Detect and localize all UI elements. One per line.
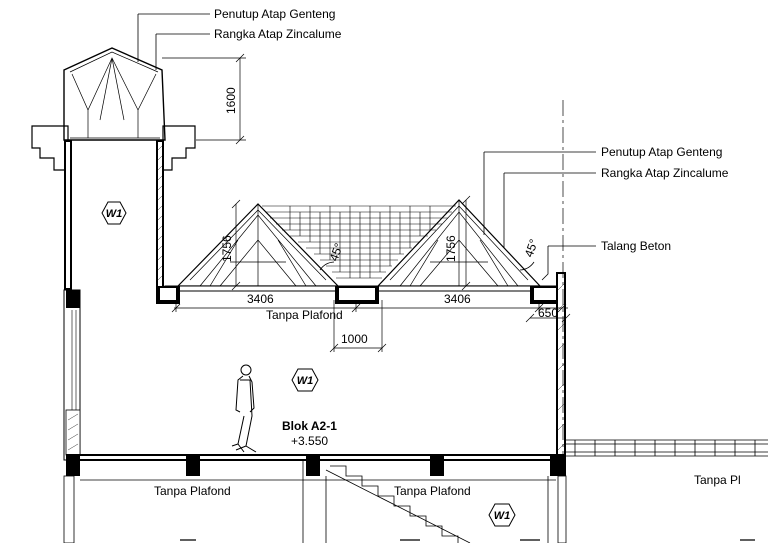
- dim-span-left: 3406: [247, 292, 274, 306]
- angle-right: 45°: [522, 237, 541, 259]
- callout-right-roof-frame: Rangka Atap Zincalume: [601, 166, 729, 180]
- tower-cornice-right: [162, 125, 196, 171]
- callout-right-roof-cover: Penutup Atap Genteng: [601, 145, 722, 159]
- ceiling-label-lower-mid: Tanpa Plafond: [394, 484, 471, 498]
- dim-top-height: 1600: [224, 87, 238, 114]
- right-wall: [556, 100, 566, 543]
- ceiling-label-upper: Tanpa Plafond: [266, 308, 343, 322]
- window-tag-lower-shape: [488, 503, 516, 527]
- callout-top-roof-frame: Rangka Atap Zincalume: [214, 27, 342, 41]
- staircase: [325, 465, 471, 543]
- room-name: Blok A2-1: [282, 419, 337, 433]
- dimensions: [162, 53, 571, 353]
- ceiling-label-lower-right: Tanpa Pl: [694, 473, 741, 487]
- human-figure: [231, 364, 257, 453]
- tower-cornice-left: [31, 125, 69, 171]
- window-tag-upper: W1: [106, 208, 123, 220]
- callout-top-roof-cover: Penutup Atap Genteng: [214, 7, 335, 21]
- window-tag-upper-shape: [101, 201, 127, 225]
- dim-gap-width: 1000: [341, 332, 368, 346]
- window-tag-middle-shape: [291, 368, 319, 392]
- ceiling-label-lower-left: Tanpa Plafond: [154, 484, 231, 498]
- tower-roof-cap: [63, 47, 166, 141]
- callout-leaders: [137, 13, 596, 281]
- tower: [31, 47, 196, 295]
- room: [63, 289, 768, 543]
- window-tag-middle: W1: [297, 375, 314, 387]
- dim-span-right: 3406: [444, 292, 471, 306]
- dim-truss-left-height: 1756: [220, 235, 234, 262]
- angle-left: 45°: [327, 241, 346, 263]
- right-railing: [566, 439, 768, 457]
- dim-gutter-width: 650: [538, 306, 558, 320]
- roof-trusses: [156, 199, 561, 304]
- roof-tiles-valley: [262, 205, 456, 279]
- window-tag-lower: W1: [494, 510, 511, 522]
- dim-truss-right-height: 1756: [444, 235, 458, 262]
- callout-gutter: Talang Beton: [601, 239, 671, 253]
- room-level: +3.550: [291, 434, 328, 448]
